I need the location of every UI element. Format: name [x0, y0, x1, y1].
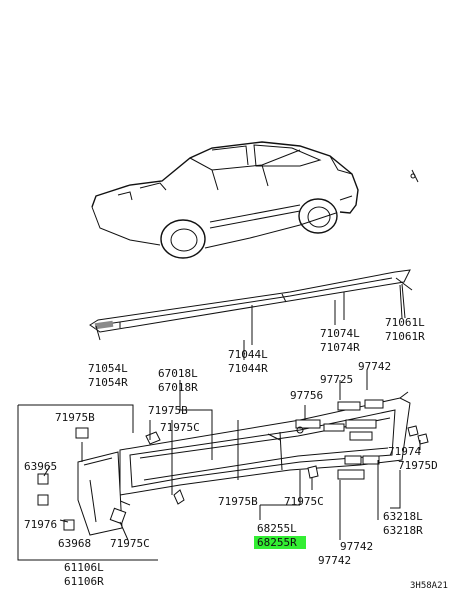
label-67018L: 67018L: [158, 367, 198, 380]
side-molding-strip: [89, 269, 413, 345]
label-97725: 97725: [320, 373, 353, 386]
label-71054L: 71054L: [88, 362, 128, 375]
label-61106R: 61106R: [64, 575, 104, 588]
label-97756: 97756: [290, 389, 323, 402]
label-97742-bottom: 97742: [318, 554, 351, 567]
label-71975C-upper: 71975C: [160, 421, 200, 434]
label-71044L: 71044L: [228, 348, 268, 361]
label-71975B-left: 71975B: [55, 411, 95, 424]
leader-lines: [43, 284, 421, 541]
label-97742-mid: 97742: [340, 540, 373, 553]
label-67018R: 67018R: [158, 381, 198, 394]
car-illustration: [91, 141, 419, 259]
label-71054R: 71054R: [88, 376, 128, 389]
label-71975D: 71975D: [398, 459, 438, 472]
label-71974: 71974: [388, 445, 421, 458]
label-97742-top: 97742: [358, 360, 391, 373]
label-71074R: 71074R: [320, 341, 360, 354]
label-63218R: 63218R: [383, 524, 423, 537]
label-63965: 63965: [24, 460, 57, 473]
label-71061R: 71061R: [385, 330, 425, 343]
label-71976: 71976: [24, 518, 57, 531]
diagram-reference: 3H58A21: [410, 581, 448, 591]
mudflap-assembly: [17, 404, 158, 561]
label-71975C-bottom: 71975C: [110, 537, 150, 550]
label-71044R: 71044R: [228, 362, 268, 375]
label-71074L: 71074L: [320, 327, 360, 340]
label-71975B-lower: 71975B: [218, 495, 258, 508]
label-63218L: 63218L: [383, 510, 423, 523]
label-61106L: 61106L: [64, 561, 104, 574]
label-68255L: 68255L: [257, 522, 297, 535]
door-molding-panel: [117, 391, 411, 506]
label-71975B-mid: 71975B: [148, 404, 188, 417]
part-number-labels: 71054L 71054R 71044L 71044R 71074L 71074…: [24, 316, 448, 591]
label-71061L: 71061L: [385, 316, 425, 329]
highlight-68255R: [254, 536, 306, 549]
label-63968: 63968: [58, 537, 91, 550]
label-71975C-lower: 71975C: [284, 495, 324, 508]
label-68255R: 68255R: [257, 536, 297, 549]
